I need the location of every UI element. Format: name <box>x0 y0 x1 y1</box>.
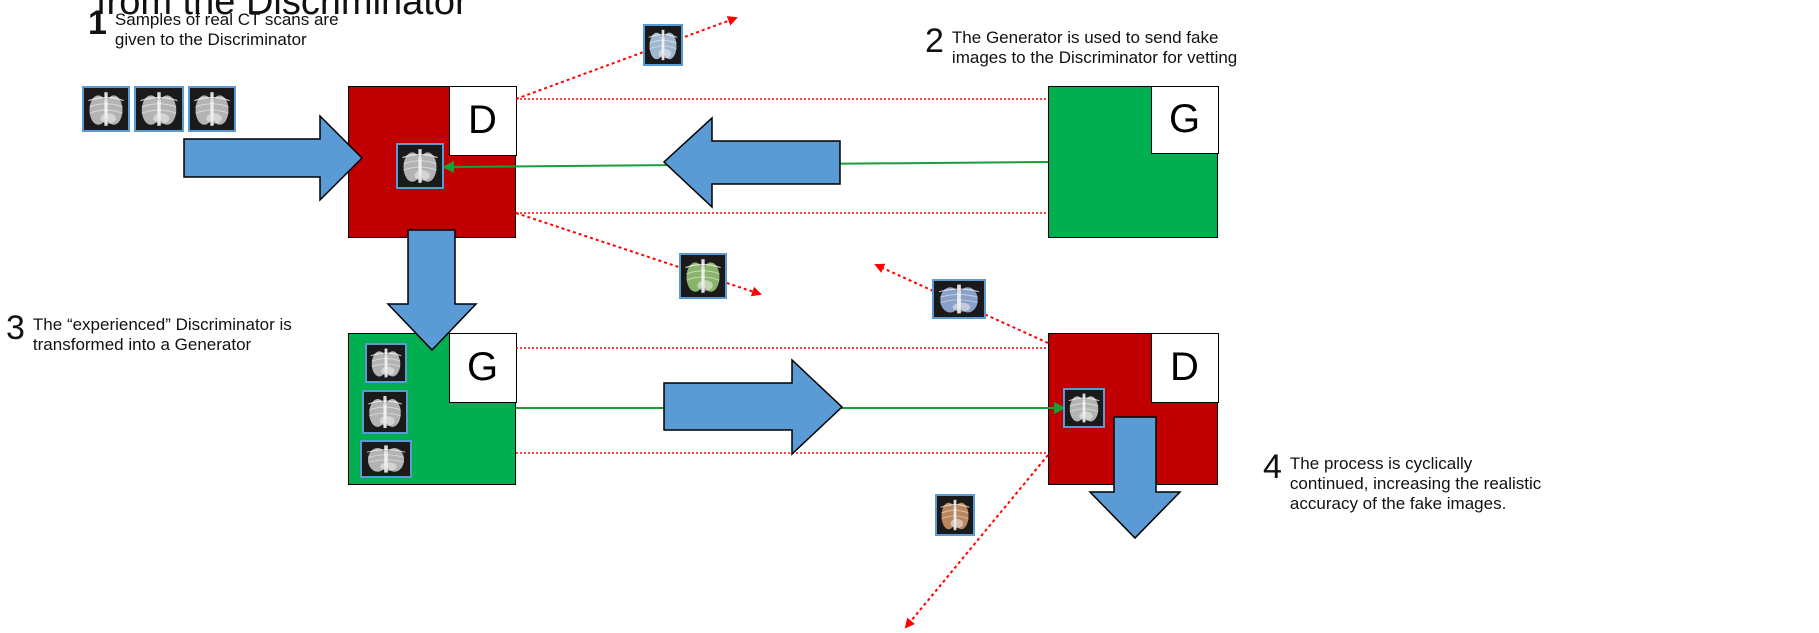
block-arrow-generator-right <box>663 358 844 456</box>
xray-scan-rejected-orange <box>935 494 975 536</box>
generator-top-box: G <box>1048 85 1219 238</box>
step-4-text: The process is cyclically continued, inc… <box>1289 454 1542 513</box>
xray-scan-generator-2 <box>362 390 408 434</box>
generator-top-label: G <box>1150 85 1219 154</box>
block-arrow-generator-to-discriminator <box>662 116 841 209</box>
step-2-annotation: 2 The Generator is used to send fake ima… <box>925 22 1238 68</box>
step-1-text: Samples of real CT scans are given to th… <box>114 10 339 49</box>
xray-scan-in-discriminator-top <box>396 143 444 189</box>
step-3-text: The “experienced” Discriminator is trans… <box>32 315 292 354</box>
block-arrow-discriminator-to-generator <box>386 229 478 352</box>
xray-scan-in-discriminator-bottom <box>1063 388 1105 428</box>
step-3-number: 3 <box>6 309 25 347</box>
step-2-number: 2 <box>925 22 944 60</box>
dotted-arrow-bottom-up-left <box>874 263 1049 344</box>
step-1-number: 1 <box>88 4 107 42</box>
step-3-annotation: 3 The “experienced” Discriminator is tra… <box>6 309 292 355</box>
xray-scan-rejected-light-blue <box>643 24 683 66</box>
page-title: from the Discriminator <box>96 0 468 23</box>
dotted-arrow-top-right-down <box>515 212 762 297</box>
xray-scan-input-1 <box>82 86 130 132</box>
generator-bottom-label: G <box>448 332 517 403</box>
step-2-text: The Generator is used to send fake image… <box>951 28 1238 67</box>
dotted-arrow-top-right-up <box>515 16 738 100</box>
step-4-number: 4 <box>1263 448 1282 486</box>
step-1-annotation: 1 Samples of real CT scans are given to … <box>88 4 339 50</box>
block-arrow-cycle-down <box>1088 416 1182 540</box>
xray-scan-generator-3 <box>360 440 412 478</box>
step-4-annotation: 4 The process is cyclically continued, i… <box>1263 448 1542 514</box>
xray-scan-input-3 <box>188 86 236 132</box>
xray-scan-generator-1 <box>365 343 407 383</box>
xray-scan-input-2 <box>134 86 184 132</box>
xray-scan-rejected-blue <box>932 279 986 319</box>
discriminator-bottom-label: D <box>1150 332 1219 403</box>
block-arrow-input-right <box>183 114 364 202</box>
xray-scan-rejected-green <box>679 253 727 299</box>
discriminator-top-label: D <box>448 85 517 156</box>
dotted-arrow-bottom-down-left <box>904 454 1049 629</box>
